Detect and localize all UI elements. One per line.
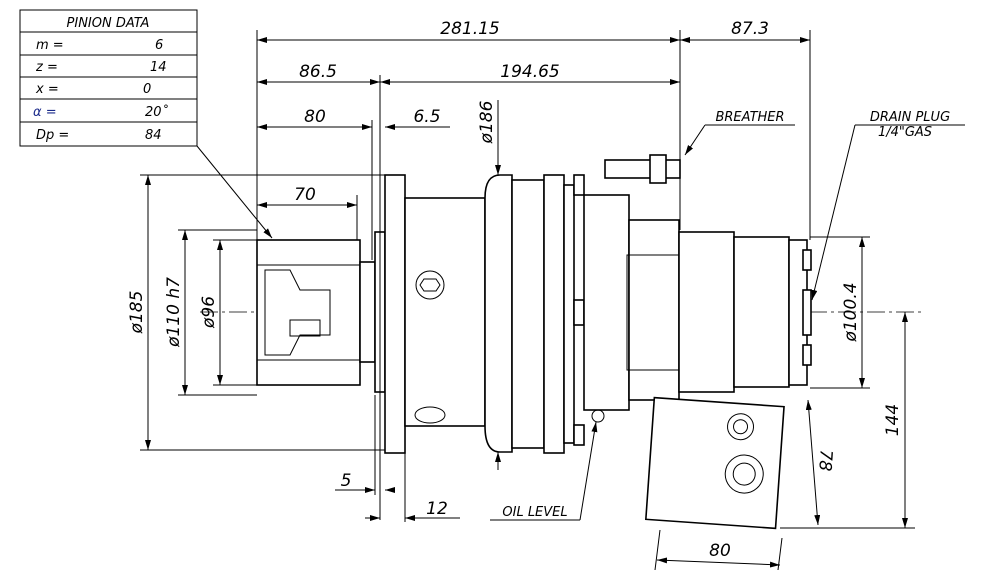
dim-body-diameter: ø186 [477,100,497,144]
table-label-x: x = [35,82,59,97]
table-label-m: m = [36,38,64,53]
pinion-data-table: PINION DATA m = 6 z = 14 x = 0 α = 20˚ D… [19,9,273,239]
callout-breather: BREATHER [715,110,784,125]
bolt-head [415,270,445,300]
table-value-x: 0 [143,82,151,97]
dim-valve-width: 80 [709,541,731,561]
table-value-z: 14 [150,60,167,75]
table-title: PINION DATA [67,16,150,31]
dim-overall-length: 281.15 [440,19,499,39]
dim-rear-length: 87.3 [731,19,769,39]
dim-flange-width: 12 [426,499,448,519]
table-value-dp: 84 [145,128,162,143]
pinion-gear [256,239,361,386]
callout-oil-level: OIL LEVEL [502,505,567,520]
mounting-flange [384,174,406,454]
table-value-alpha: 20˚ [145,104,169,120]
oil-level-plug [591,409,605,423]
dim-height-offset: 144 [883,404,903,436]
valve-block [644,396,785,530]
table-label-alpha: α = [33,105,57,120]
table-value-m: 6 [155,38,163,53]
dim-flange-diameter: ø185 [127,291,147,335]
dimension-labels: 281.15 87.3 86.5 194.65 80 6.5 70 ø186 ø… [127,19,950,561]
motor-body [256,154,812,530]
dim-flange-thickness: 6.5 [413,107,440,127]
callout-drain-plug: DRAIN PLUG [870,110,950,125]
dim-tooth-length: 70 [294,185,316,205]
dim-pinion-diameter: ø96 [199,296,219,329]
dimension-lines [140,30,965,571]
dim-valve-height: 78 [814,449,835,472]
dim-body-length: 194.65 [500,62,559,82]
dim-rear-diameter: ø100.4 [841,282,861,342]
table-label-z: z = [35,60,58,75]
dim-pilot-diameter: ø110 h7 [164,277,184,348]
dim-pinion-length: 80 [304,107,326,127]
dim-flange-to-front: 86.5 [299,62,337,82]
housing [404,197,486,427]
callout-drain-plug-spec: 1/4"GAS [878,125,932,140]
table-label-dp: Dp = [36,128,69,143]
dim-pilot-step: 5 [341,471,352,491]
breather-fitting [604,159,681,179]
